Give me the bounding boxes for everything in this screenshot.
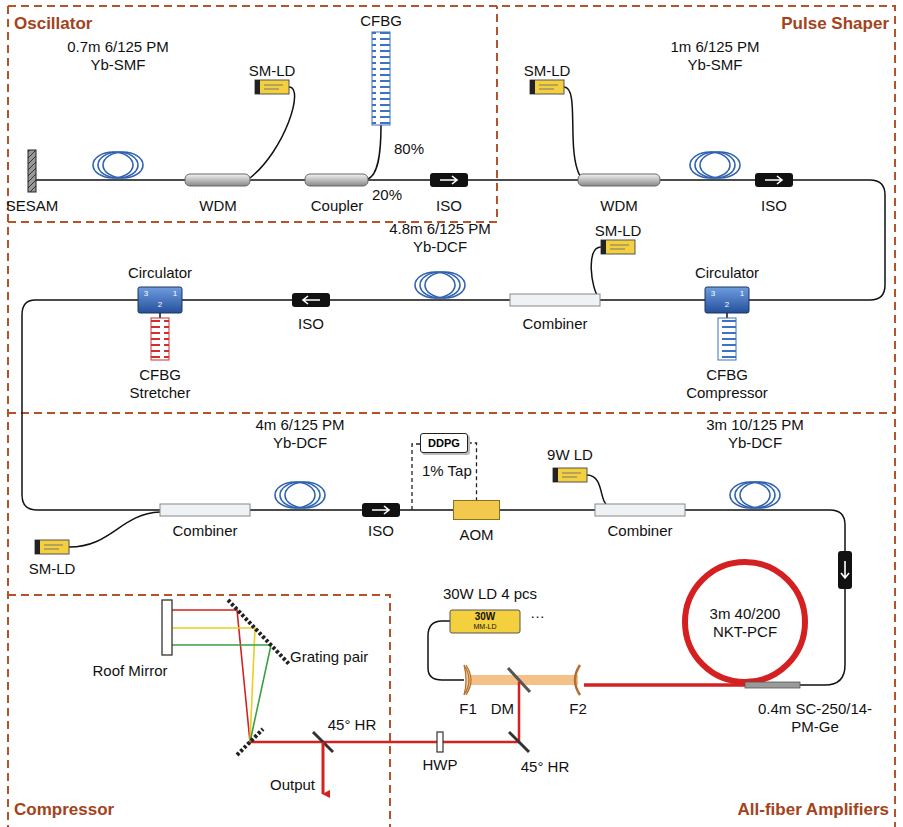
component-label: F2: [569, 700, 587, 718]
port-number: 2: [725, 301, 729, 309]
port-number: 1: [740, 290, 744, 298]
component-label: CFBG Stretcher: [120, 366, 200, 401]
component-label: DM: [491, 700, 514, 718]
component-label: HWP: [423, 756, 458, 774]
component-label: Roof Mirror: [92, 662, 167, 680]
component-label: Combiner: [522, 315, 587, 333]
component-label: 0.4m SC-250/14-PM-Ge: [745, 700, 885, 735]
port-number: 2: [158, 301, 162, 309]
component-label: WDM: [199, 197, 237, 215]
component-label: 80%: [394, 140, 424, 158]
component-label: ISO: [761, 197, 787, 215]
component-label: 30W LD 4 pcs: [443, 585, 537, 603]
component-label: Circulator: [695, 264, 759, 282]
region-title: Pulse Shaper: [781, 14, 889, 34]
component-label: Output: [270, 776, 315, 794]
component-label: CFBG Compressor: [681, 366, 773, 401]
component-label: SM-LD: [595, 222, 642, 240]
component-label: 30W: [475, 612, 496, 622]
component-label: SM-LD: [524, 62, 571, 80]
port-number: 3: [711, 290, 715, 298]
component-label: SESAM: [6, 197, 59, 215]
component-label: 1m 6/125 PM Yb-SMF: [665, 38, 765, 73]
component-label: 45° HR: [328, 716, 377, 734]
component-label: 4m 6/125 PM Yb-DCF: [250, 416, 350, 451]
region-title: Oscillator: [14, 14, 92, 34]
component-label: 3m 10/125 PM Yb-DCF: [700, 416, 810, 451]
component-label: SM-LD: [249, 62, 296, 80]
component-label: WDM: [600, 197, 638, 215]
component-label: 9W LD: [547, 446, 593, 464]
component-label: 0.7m 6/125 PM Yb-SMF: [66, 38, 171, 73]
component-label: ISO: [368, 522, 394, 540]
port-number: 1: [173, 290, 177, 298]
component-label: CFBG: [360, 12, 402, 30]
component-label: F1: [459, 700, 477, 718]
component-label: …: [530, 604, 545, 622]
controller-box: DDPG: [420, 433, 468, 453]
component-label: MM-LD: [474, 623, 497, 630]
component-label: Combiner: [172, 522, 237, 540]
component-label: Combiner: [607, 522, 672, 540]
node-text: DDPG: [428, 437, 460, 449]
component-label: 3m 40/200 NKT-PCF: [695, 605, 795, 640]
component-label: 1% Tap: [422, 462, 472, 480]
component-label: 20%: [372, 186, 402, 204]
component-label: Circulator: [128, 264, 192, 282]
node-text: AOM: [459, 526, 493, 543]
region-title: Compressor: [14, 800, 114, 820]
port-number: 3: [144, 290, 148, 298]
component-label: Coupler: [311, 197, 364, 215]
component-label: 4.8m 6/125 PM Yb-DCF: [385, 220, 495, 255]
component-label: SM-LD: [29, 560, 76, 578]
region-title: All-fiber Amplifiers: [738, 800, 889, 820]
component-label: 45° HR: [521, 758, 570, 776]
component-label: ISO: [436, 197, 462, 215]
component-label: Grating pair: [290, 648, 368, 666]
aom-box: AOM: [453, 500, 500, 520]
component-label: ISO: [298, 315, 324, 333]
